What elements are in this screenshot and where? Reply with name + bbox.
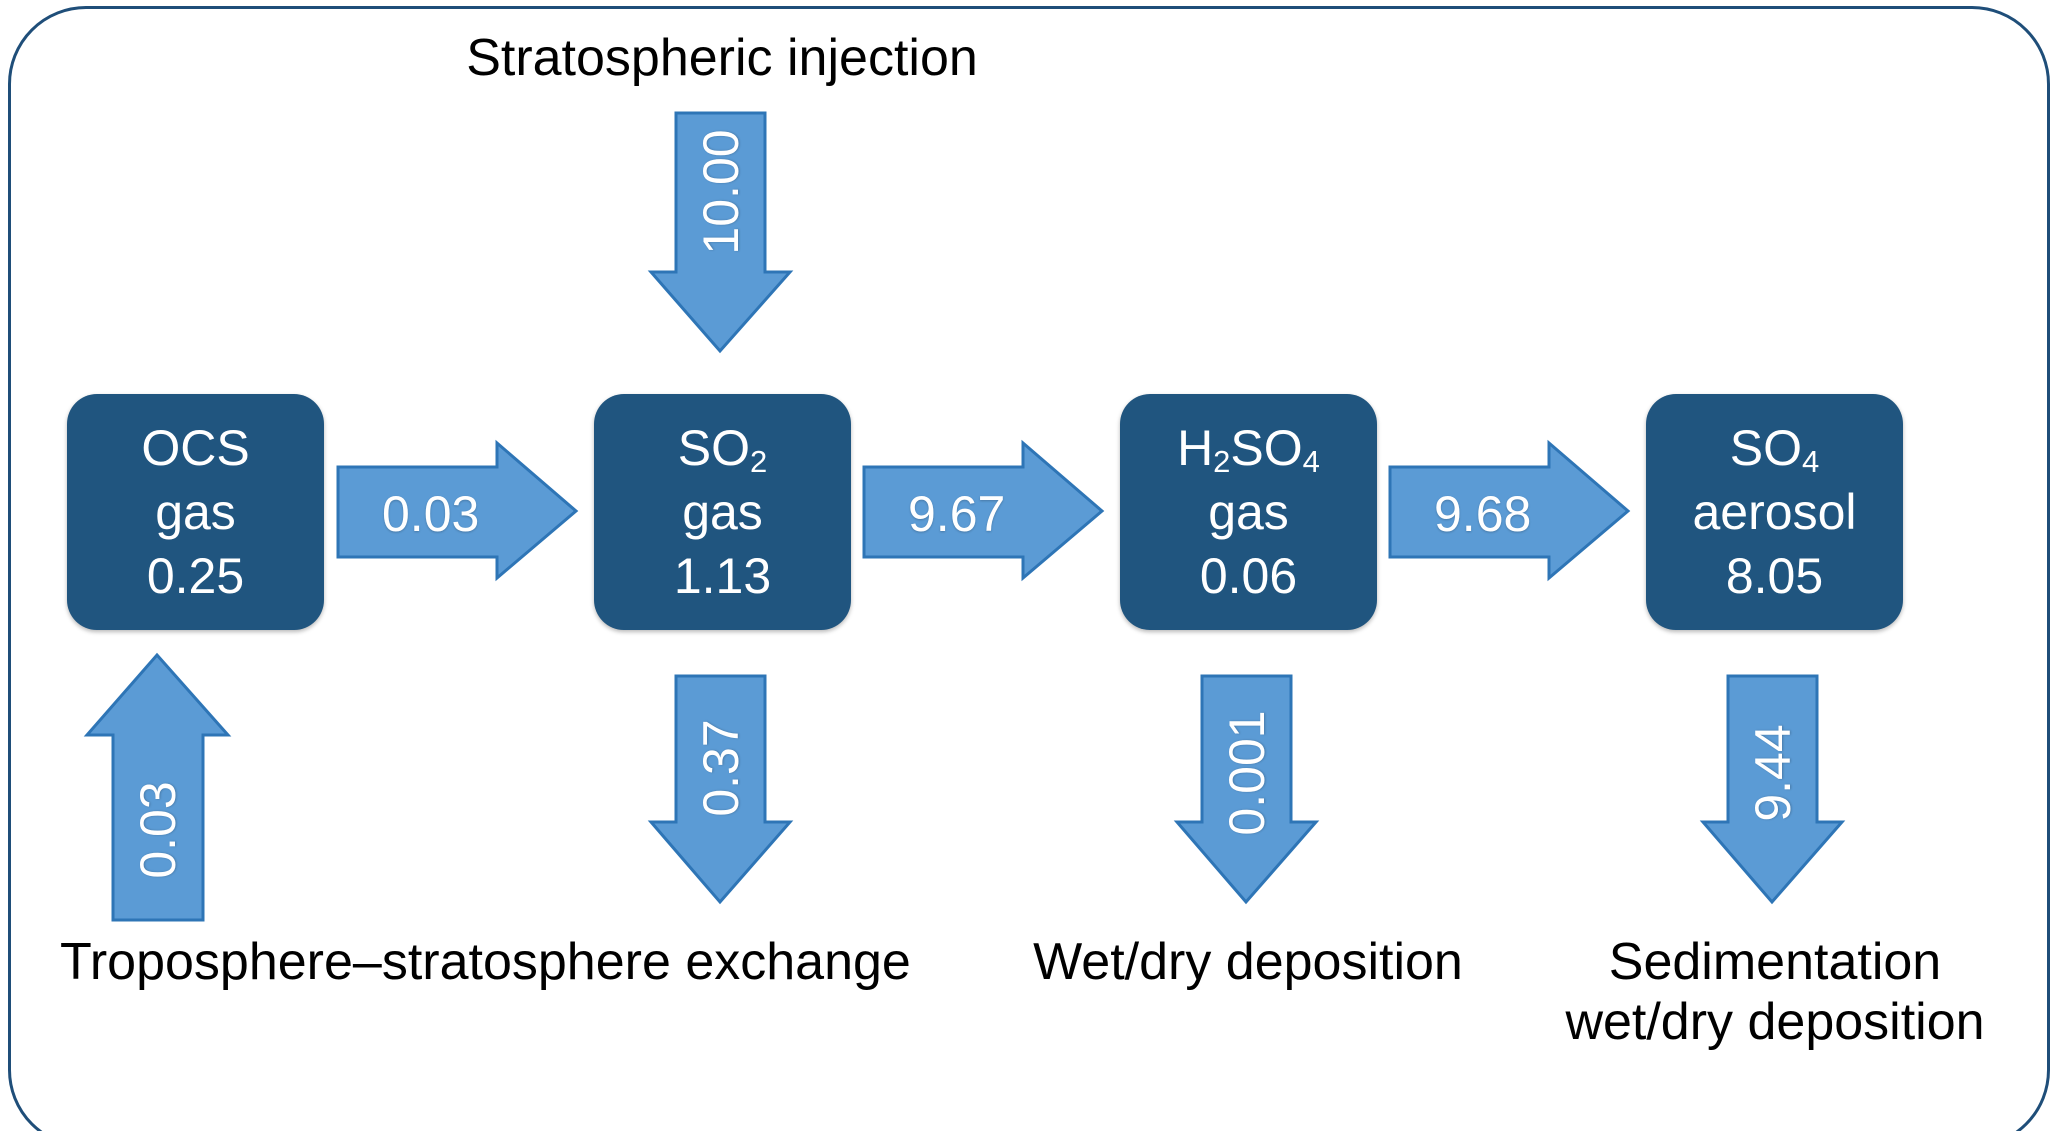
flow-value-so4-down: 9.44 xyxy=(1745,724,1801,822)
flow-value-h2so4-down: 0.001 xyxy=(1219,710,1275,836)
species-formula-h2so4: H2SO4 xyxy=(1177,420,1320,479)
flow-value-so2-to-h2so4: 9.67 xyxy=(908,486,1006,542)
caption-sedimentation: Sedimentation wet/dry deposition xyxy=(1565,933,1985,1052)
diagram-frame-border xyxy=(8,6,2050,1131)
flow-value-ocs-to-so2: 0.03 xyxy=(382,486,480,542)
species-box-ocs[interactable]: OCS gas 0.25 xyxy=(67,394,324,630)
species-value-so4: 8.05 xyxy=(1725,548,1824,604)
species-formula-ocs: OCS xyxy=(141,420,250,476)
species-formula-so2: SO2 xyxy=(677,420,768,479)
flow-value-h2so4-to-so4: 9.68 xyxy=(1434,486,1532,542)
caption-wet-dry-deposition: Wet/dry deposition xyxy=(1033,933,1463,991)
species-box-h2so4[interactable]: H2SO4 gas 0.06 xyxy=(1120,394,1377,630)
species-value-so2: 1.13 xyxy=(673,548,772,604)
species-formula-so4: SO4 xyxy=(1729,420,1820,479)
species-box-so4[interactable]: SO4 aerosol 8.05 xyxy=(1646,394,1903,630)
species-state-so4: aerosol xyxy=(1692,484,1857,540)
species-state-h2so4: gas xyxy=(1208,484,1289,540)
caption-stratospheric-injection: Stratospheric injection xyxy=(466,29,978,87)
caption-troposphere-exchange: Troposphere–stratosphere exchange xyxy=(60,933,911,991)
flow-value-troposphere-exchange-up: 0.03 xyxy=(130,781,186,879)
species-value-h2so4: 0.06 xyxy=(1199,548,1298,604)
species-state-ocs: gas xyxy=(155,484,236,540)
flow-value-so2-down: 0.37 xyxy=(693,719,749,817)
species-state-so2: gas xyxy=(682,484,763,540)
species-value-ocs: 0.25 xyxy=(146,548,245,604)
species-box-so2[interactable]: SO2 gas 1.13 xyxy=(594,394,851,630)
flow-value-stratospheric-injection: 10.00 xyxy=(693,129,749,255)
